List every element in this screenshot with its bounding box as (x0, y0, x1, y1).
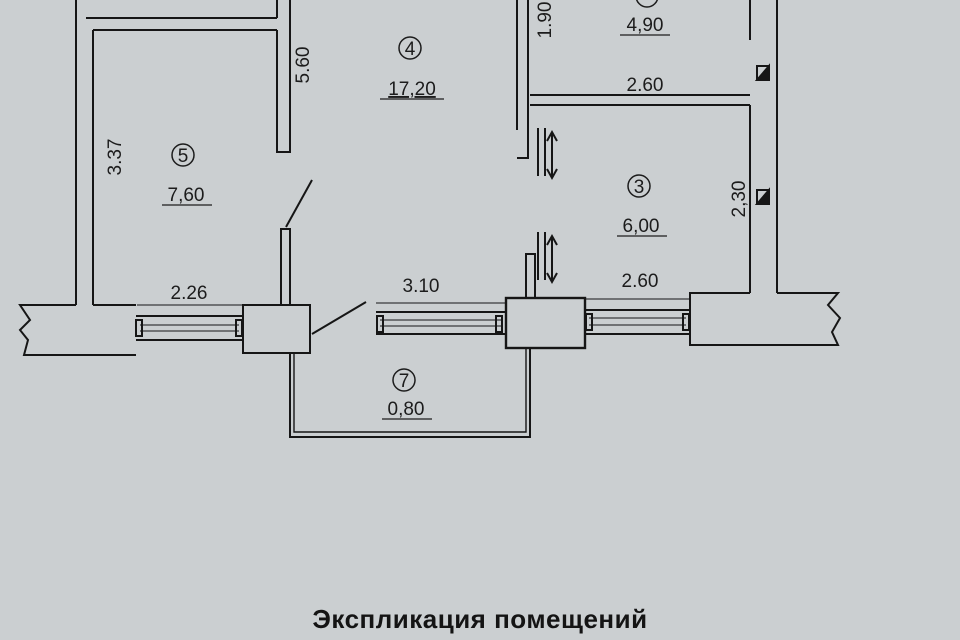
window-room4 (376, 311, 506, 335)
room-4-number: 4 (405, 39, 416, 60)
room-7-number: 7 (399, 371, 410, 392)
room-2-area: 4,90 (627, 15, 664, 36)
balcony-outer (289, 348, 531, 438)
dim-3-10: 3.10 (403, 276, 440, 297)
wall-stub-room3 (525, 253, 536, 299)
door-leaf-room5 (285, 179, 313, 228)
pillar-center (504, 296, 587, 350)
explication-title: Экспликация помещений (312, 604, 648, 634)
room-3-area: 6,00 (623, 216, 660, 237)
wall-partition-4-3-inner (517, 0, 529, 159)
wall-ext-right (689, 292, 842, 346)
room-7-circle (392, 368, 416, 392)
balcony-inner (293, 348, 527, 433)
vent-marker-upper-fill (754, 63, 770, 81)
window-room3 (585, 309, 690, 335)
dim-2-30: 2,30 (729, 181, 750, 218)
room-5-area: 7,60 (168, 185, 205, 206)
wall-stub-room5 (280, 228, 291, 306)
room-7-area: 0,80 (388, 399, 425, 420)
dim-1-90: 1.90 (535, 2, 556, 39)
window-room5 (135, 315, 243, 341)
room-2-circle (635, 0, 659, 8)
sliding-door-lower (537, 232, 558, 285)
dim-2-26: 2.26 (171, 283, 208, 304)
dim-2-60-lower: 2.60 (622, 271, 659, 292)
room-4-circle (398, 36, 422, 60)
door-leaf-balcony (311, 301, 367, 335)
wall-ext-left (18, 304, 136, 356)
wall-partition-5-4 (276, 0, 291, 153)
dim-3-37: 3.37 (105, 139, 126, 176)
room-5-number: 5 (178, 146, 189, 167)
room-5-circle (171, 143, 195, 167)
room-4-area: 17,20 (388, 79, 436, 100)
dim-2-60-upper: 2.60 (627, 75, 664, 96)
sliding-door-upper (537, 128, 558, 181)
dim-5-60: 5.60 (293, 47, 314, 84)
room-3-circle (627, 174, 651, 198)
pillar-left (242, 304, 311, 354)
vent-marker-lower-fill (754, 187, 770, 205)
room-3-number: 3 (634, 177, 645, 198)
